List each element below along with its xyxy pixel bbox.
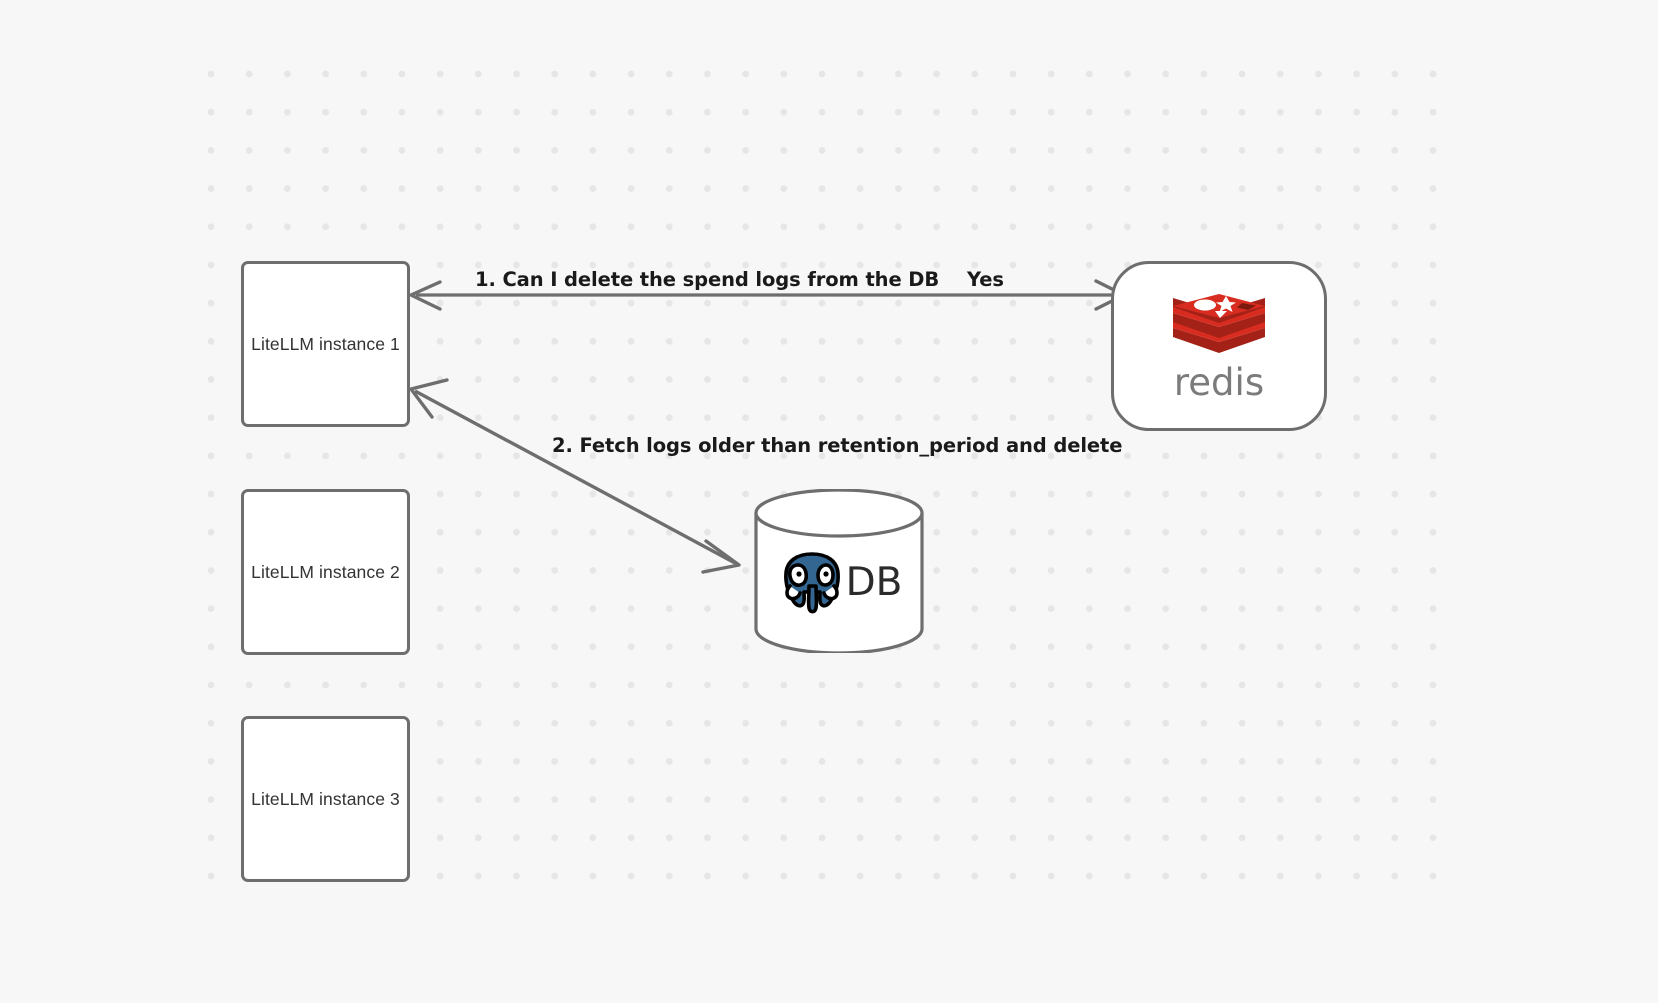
node-database-label: DB xyxy=(845,559,903,605)
postgresql-elephant-icon xyxy=(776,546,848,618)
node-litellm-instance-3-label: LiteLLM instance 3 xyxy=(251,788,400,809)
dot-grid-background xyxy=(207,70,1447,890)
node-litellm-instance-1[interactable]: LiteLLM instance 1 xyxy=(241,261,410,427)
node-redis-label: redis xyxy=(1173,360,1265,404)
node-litellm-instance-2-label: LiteLLM instance 2 xyxy=(251,561,400,582)
node-litellm-instance-1-label: LiteLLM instance 1 xyxy=(251,333,400,354)
edge-1-label: 1. Can I delete the spend logs from the … xyxy=(475,268,940,291)
node-litellm-instance-2[interactable]: LiteLLM instance 2 xyxy=(241,489,410,655)
node-database[interactable]: DB xyxy=(753,489,925,653)
redis-logo-icon xyxy=(1169,292,1269,364)
edge-2-label: 2. Fetch logs older than retention_perio… xyxy=(552,434,1123,457)
node-redis[interactable]: redis xyxy=(1111,261,1327,431)
node-litellm-instance-3[interactable]: LiteLLM instance 3 xyxy=(241,716,410,882)
edge-1-reply-label: Yes xyxy=(967,268,1004,291)
